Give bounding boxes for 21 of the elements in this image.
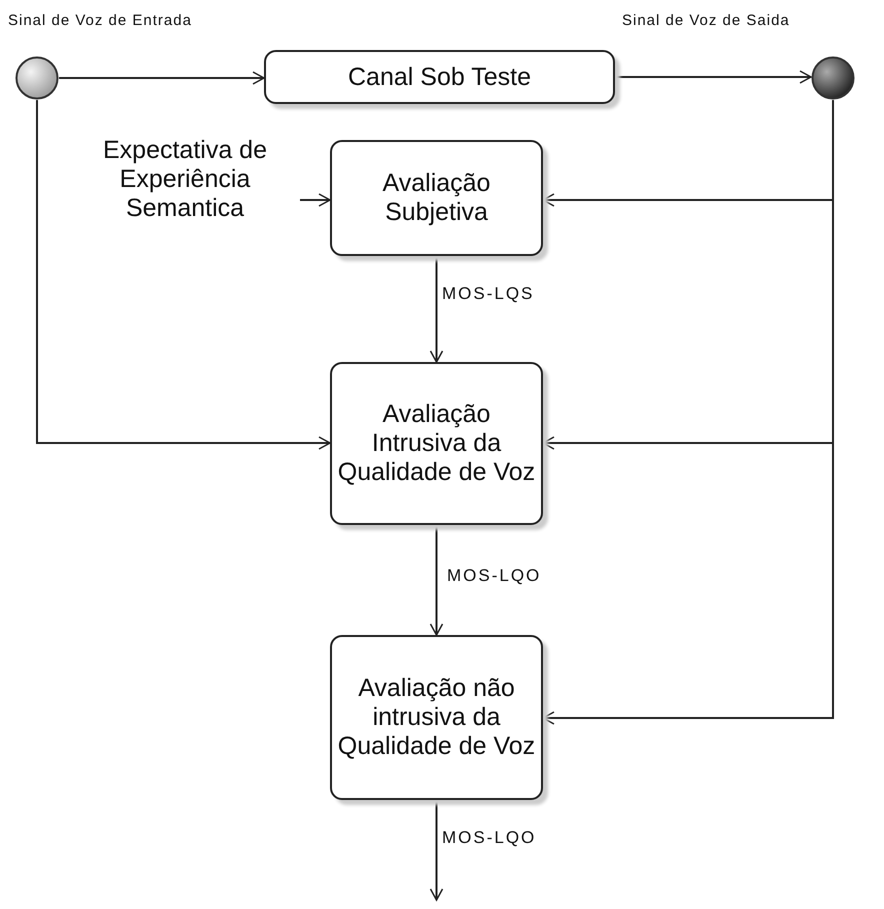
process-box bbox=[330, 362, 543, 525]
process-box bbox=[330, 140, 543, 256]
arrow bbox=[542, 100, 834, 725]
signal-label: Sinal de Voz de Saida bbox=[622, 12, 790, 29]
input-text: Expectativa de Experiência Semantica bbox=[102, 136, 268, 222]
box-label: Canal Sob Teste bbox=[348, 62, 531, 92]
signal-circle bbox=[15, 56, 59, 100]
arrow bbox=[59, 71, 265, 85]
signal-label: Sinal de Voz de Entrada bbox=[8, 12, 192, 29]
signal-circle bbox=[811, 56, 855, 100]
arrow bbox=[430, 800, 444, 901]
arrow bbox=[430, 525, 444, 636]
box-label: Avaliação não intrusiva da Qualidade de Voz bbox=[336, 674, 536, 761]
box-label: Avaliação Subjetiva bbox=[382, 169, 492, 227]
arrow bbox=[300, 193, 331, 207]
box-label: Avaliação Intrusiva da Qualidade de Voz bbox=[336, 400, 536, 487]
arrow bbox=[36, 100, 331, 450]
process-box bbox=[264, 50, 615, 104]
arrow bbox=[615, 70, 812, 84]
process-box bbox=[330, 635, 543, 800]
arrow bbox=[430, 256, 444, 363]
